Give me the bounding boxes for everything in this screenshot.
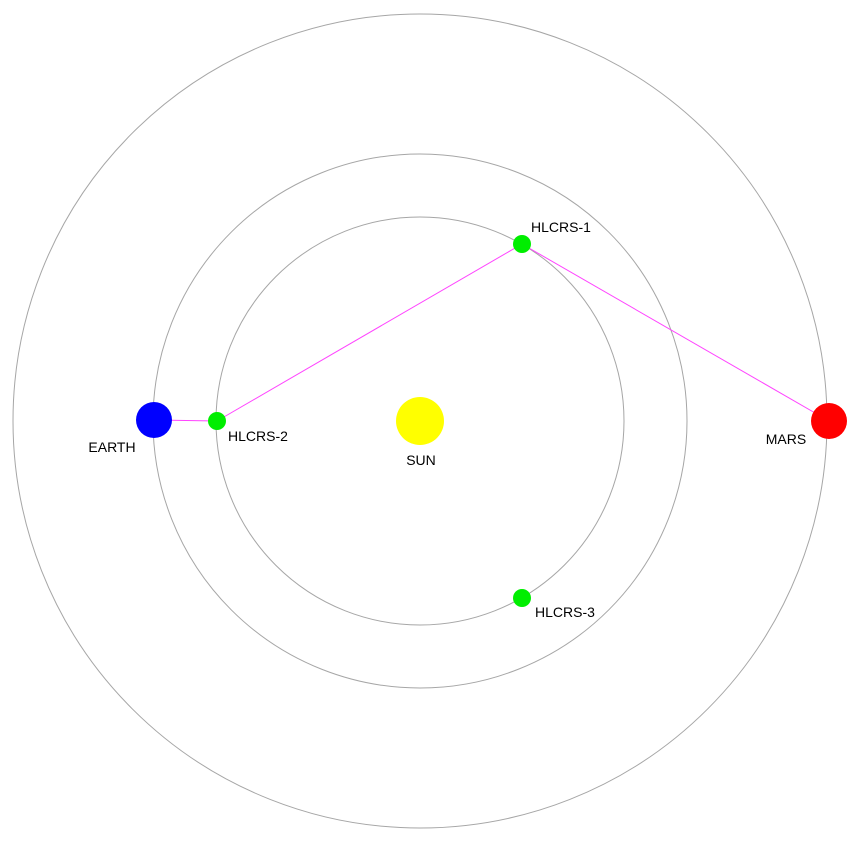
earth-body <box>136 402 172 438</box>
sun-body <box>396 397 444 445</box>
link-hlcrs1-mars <box>521 243 830 422</box>
sun-label: SUN <box>406 452 436 468</box>
hlcrs-3-label: HLCRS-3 <box>535 604 595 620</box>
hlcrs-1-label: HLCRS-1 <box>531 219 591 235</box>
mars-label: MARS <box>766 431 806 447</box>
hlcrs-3-body <box>513 589 531 607</box>
link-hlcrs2-hlcrs1 <box>216 243 523 422</box>
mars-body <box>811 403 847 439</box>
hlcrs-2-label: HLCRS-2 <box>228 428 288 444</box>
earth-label: EARTH <box>88 439 135 455</box>
hlcrs-1-body <box>513 235 531 253</box>
hlcrs-2-body <box>208 412 226 430</box>
